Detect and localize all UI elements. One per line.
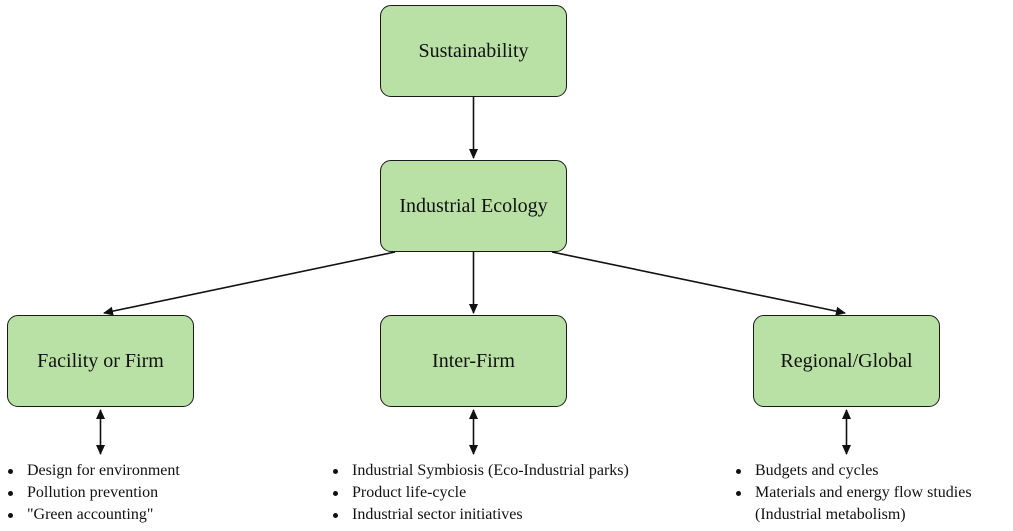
list-item: Design for environment — [5, 460, 180, 482]
regional-bullet-list: Budgets and cycles Materials and energy … — [733, 460, 972, 526]
node-regional-global-label: Regional/Global — [780, 350, 913, 372]
list-item: "Green accounting" — [5, 504, 180, 526]
facility-bullet-list: Design for environment Pollution prevent… — [5, 460, 180, 526]
node-inter-firm-label: Inter-Firm — [432, 350, 515, 372]
node-facility-or-firm: Facility or Firm — [7, 315, 194, 407]
list-item: Budgets and cycles — [733, 460, 972, 482]
list-item: Industrial Symbiosis (Eco-Industrial par… — [330, 460, 629, 482]
node-regional-global: Regional/Global — [753, 315, 940, 407]
node-sustainability-label: Sustainability — [418, 40, 529, 62]
inter-firm-bullet-list: Industrial Symbiosis (Eco-Industrial par… — [330, 460, 629, 526]
node-industrial-ecology: Industrial Ecology — [380, 160, 567, 252]
list-item: Pollution prevention — [5, 482, 180, 504]
list-item: Product life-cycle — [330, 482, 629, 504]
edge-industrial-ecology-to-facility — [103, 251, 396, 316]
list-item: Industrial sector initiatives — [330, 504, 629, 526]
node-industrial-ecology-label: Industrial Ecology — [399, 195, 548, 217]
list-item: Materials and energy flow studies (Indus… — [733, 482, 972, 526]
list-item-continuation: (Industrial metabolism) — [755, 506, 906, 523]
node-inter-firm: Inter-Firm — [380, 315, 567, 407]
edge-industrial-ecology-to-regional — [551, 251, 846, 316]
node-facility-or-firm-label: Facility or Firm — [37, 350, 164, 372]
node-sustainability: Sustainability — [380, 5, 567, 97]
